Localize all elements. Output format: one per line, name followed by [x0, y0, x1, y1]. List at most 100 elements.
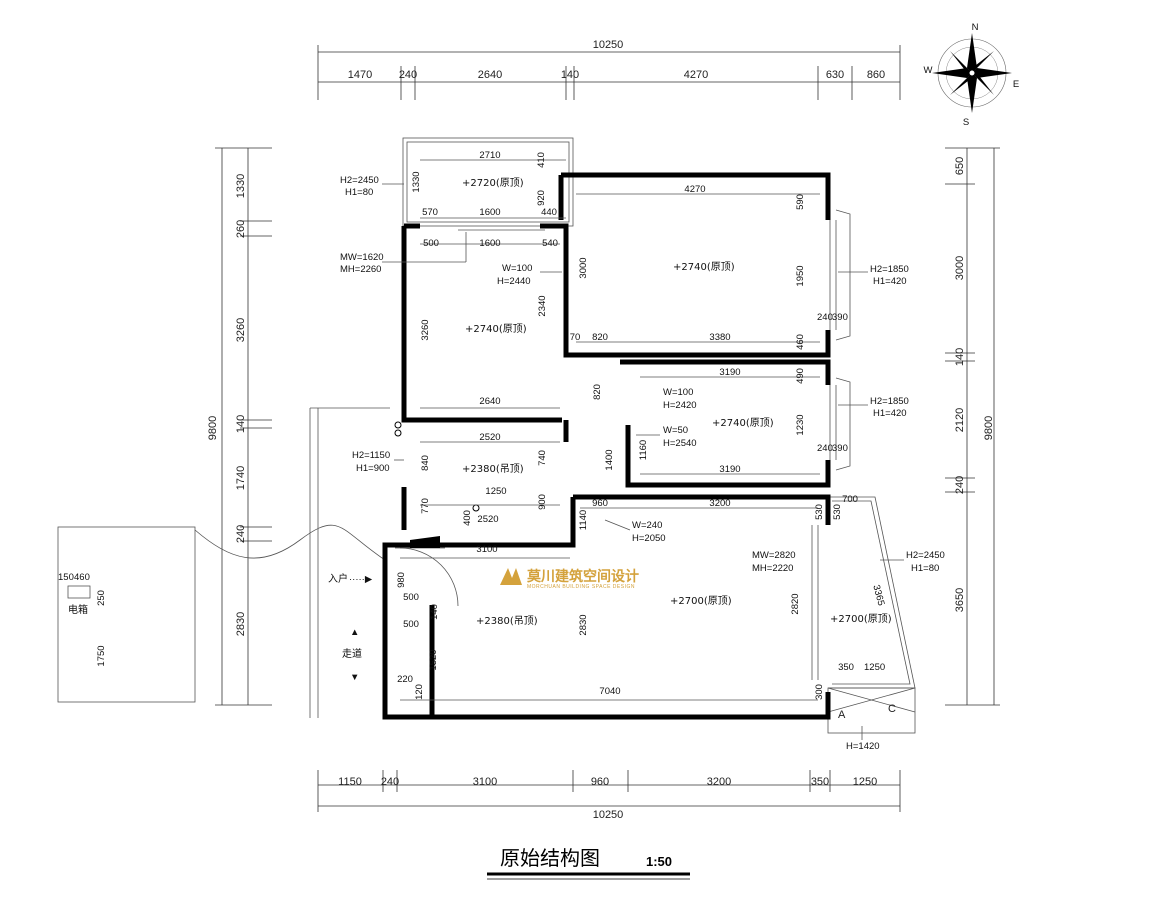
win-bath-h1: H1=900 [356, 463, 390, 474]
kitchen-d3: 140 [429, 604, 440, 620]
door-e2-w: W=50 [663, 425, 688, 436]
right-seg-6: 3650 [954, 588, 966, 612]
bottom-seg-3: 3100 [473, 776, 497, 788]
door-living-h: H=2050 [632, 533, 666, 544]
balcony-se-width: 700 [842, 494, 858, 505]
win-ac-h: H=1420 [846, 741, 880, 752]
bedroom-nw-depth: 3260 [420, 319, 431, 340]
bath-bottom: 2520 [477, 514, 498, 525]
openings [394, 209, 851, 680]
bedroom-ne-depth: 3000 [578, 257, 589, 278]
bottom-seg-1: 1150 [338, 776, 362, 788]
balcony-top-left: 570 [422, 207, 438, 218]
inner-dims [400, 159, 820, 701]
living-d2: 2830 [578, 614, 589, 635]
bottom-seg-2: 240 [381, 776, 399, 788]
bedroom-ne-level: +2740(原顶) [673, 261, 735, 273]
mark-a: A [838, 709, 846, 721]
bottom-seg-6: 350 [811, 776, 829, 788]
balcony-top: 2710 1330 410 920 +2720(原顶) 570 1600 440 [411, 150, 557, 218]
living-gap2: 1140 [578, 510, 589, 530]
right-seg-1: 650 [954, 157, 966, 175]
bedroom-e-depth: 1230 [795, 414, 806, 435]
top-total-dim: 10250 [593, 39, 624, 51]
bedroom-ne-bottom: 3380 [709, 332, 730, 343]
bedroom-e-left: 820 [592, 384, 603, 400]
win-ne-h2: H2=1850 [870, 264, 909, 275]
balcony-se: 700 530 3365 +2700(原顶) 350 1250 A C [830, 494, 896, 721]
top-ticks [400, 66, 853, 100]
win-e-h1: H1=420 [873, 408, 907, 419]
watermark-logo: 莫川建筑空间设计 MORCHUAN BUILDING SPACE DESIGN [500, 568, 639, 590]
left-seg-4: 140 [235, 415, 247, 433]
entrance-arrow: ·····▶ [349, 574, 373, 585]
left-dimension-chain: 9800 1330 260 3260 140 1740 240 2830 [207, 147, 272, 706]
left-seg-3: 3260 [235, 318, 247, 342]
door-living-w: W=240 [632, 520, 662, 531]
top-seg-5: 4270 [684, 69, 708, 81]
top-seg-1: 1470 [348, 69, 372, 81]
balcony-top-mid: 1600 [479, 207, 500, 218]
kitchen-w3: 500 [403, 619, 419, 630]
balcony-se-diag: 3365 [870, 584, 886, 607]
bath-d2: 740 [537, 450, 548, 466]
living-level: +2700(原顶) [670, 595, 732, 607]
living-room: 960 3200 1140 530 +2700(原顶) 2820 2830 70… [578, 498, 825, 700]
living-d4: 300 [814, 684, 825, 700]
mark-c: C [888, 703, 896, 715]
bedroom-nw-right: 540 [542, 238, 558, 249]
bath-depth: 840 [420, 455, 431, 471]
bedroom-e: 820 3190 490 +2740(原顶) 1230 1400 1160 31… [592, 367, 806, 475]
bedroom-nw-level: +2740(原顶) [465, 323, 527, 335]
compass-north: N [972, 22, 979, 33]
meter-h2: 1750 [96, 645, 107, 666]
living-bottom: 7040 [599, 686, 620, 697]
misc-labels: 入户 ·····▶ 走道 ▲ ▼ 电箱 150 460 250 1750 [58, 572, 373, 683]
door-e1-h: H=2420 [663, 400, 697, 411]
bath-pipe: 1250 [485, 486, 506, 497]
right-total-dim: 9800 [983, 416, 995, 440]
door-nw-mh: MH=2260 [340, 264, 381, 275]
walls [382, 172, 831, 720]
win-se-h2: H2=2450 [906, 550, 945, 561]
bottom-seg-7: 1250 [853, 776, 877, 788]
kitchen-level: +2380(吊顶) [476, 615, 538, 627]
ne-sill-1: 240 [817, 312, 833, 323]
bedroom-ne: 4270 590 3000 1950 +2740(原顶) 70 820 3380… [570, 184, 806, 350]
bedroom-nw-bottom: 2640 [479, 396, 500, 407]
bottom-seg-5: 3200 [707, 776, 731, 788]
compass-south: S [963, 117, 969, 128]
right-seg-4: 2120 [954, 408, 966, 432]
meter-w: 150 [58, 572, 74, 583]
balcony-se-bottom: 1250 [864, 662, 885, 673]
title-scale: 1:50 [646, 854, 672, 869]
living-d3: 530 [814, 504, 825, 520]
top-seg-2: 240 [399, 69, 417, 81]
left-total-dim: 9800 [207, 416, 219, 440]
door-nw2-w: W=100 [502, 263, 532, 274]
bath-level: +2380(吊顶) [462, 463, 524, 475]
balcony-top-d3: 920 [536, 190, 547, 206]
e-sill-1: 240 [817, 443, 833, 454]
balcony-top-width: 2710 [479, 150, 500, 161]
bedroom-nw-top: 1600 [479, 238, 500, 249]
bedroom-ne-d4: 460 [795, 334, 806, 350]
bath-width: 2520 [479, 432, 500, 443]
bathroom: 2520 840 740 +2380(吊顶) 1250 770 900 400 … [420, 432, 548, 526]
balcony-top-depth: 1330 [411, 171, 422, 192]
door-se-mw: MW=2820 [752, 550, 796, 561]
kitchen: 3100 980 500 140 500 +2380(吊顶) 1520 220 … [396, 544, 538, 700]
meter-w2: 460 [74, 572, 90, 583]
bedroom-ne-d3: 590 [795, 194, 806, 210]
door-nw-mw: MW=1620 [340, 252, 384, 263]
left-seg-6: 240 [235, 525, 247, 543]
bottom-total-dim: 10250 [593, 809, 624, 821]
top-dimension-chain: 10250 1470 240 2640 140 4270 630 860 [317, 39, 901, 100]
balcony-outlines [57, 137, 916, 734]
bedroom-nw-left: 500 [423, 238, 439, 249]
bedroom-e-d3: 1160 [638, 440, 649, 460]
ne-sill-2: 390 [832, 312, 848, 323]
bottom-dimension-chain: 1150 240 3100 960 3200 350 1250 10250 [317, 770, 901, 821]
door-se-mh: MH=2220 [752, 563, 793, 574]
top-seg-6: 630 [826, 69, 844, 81]
